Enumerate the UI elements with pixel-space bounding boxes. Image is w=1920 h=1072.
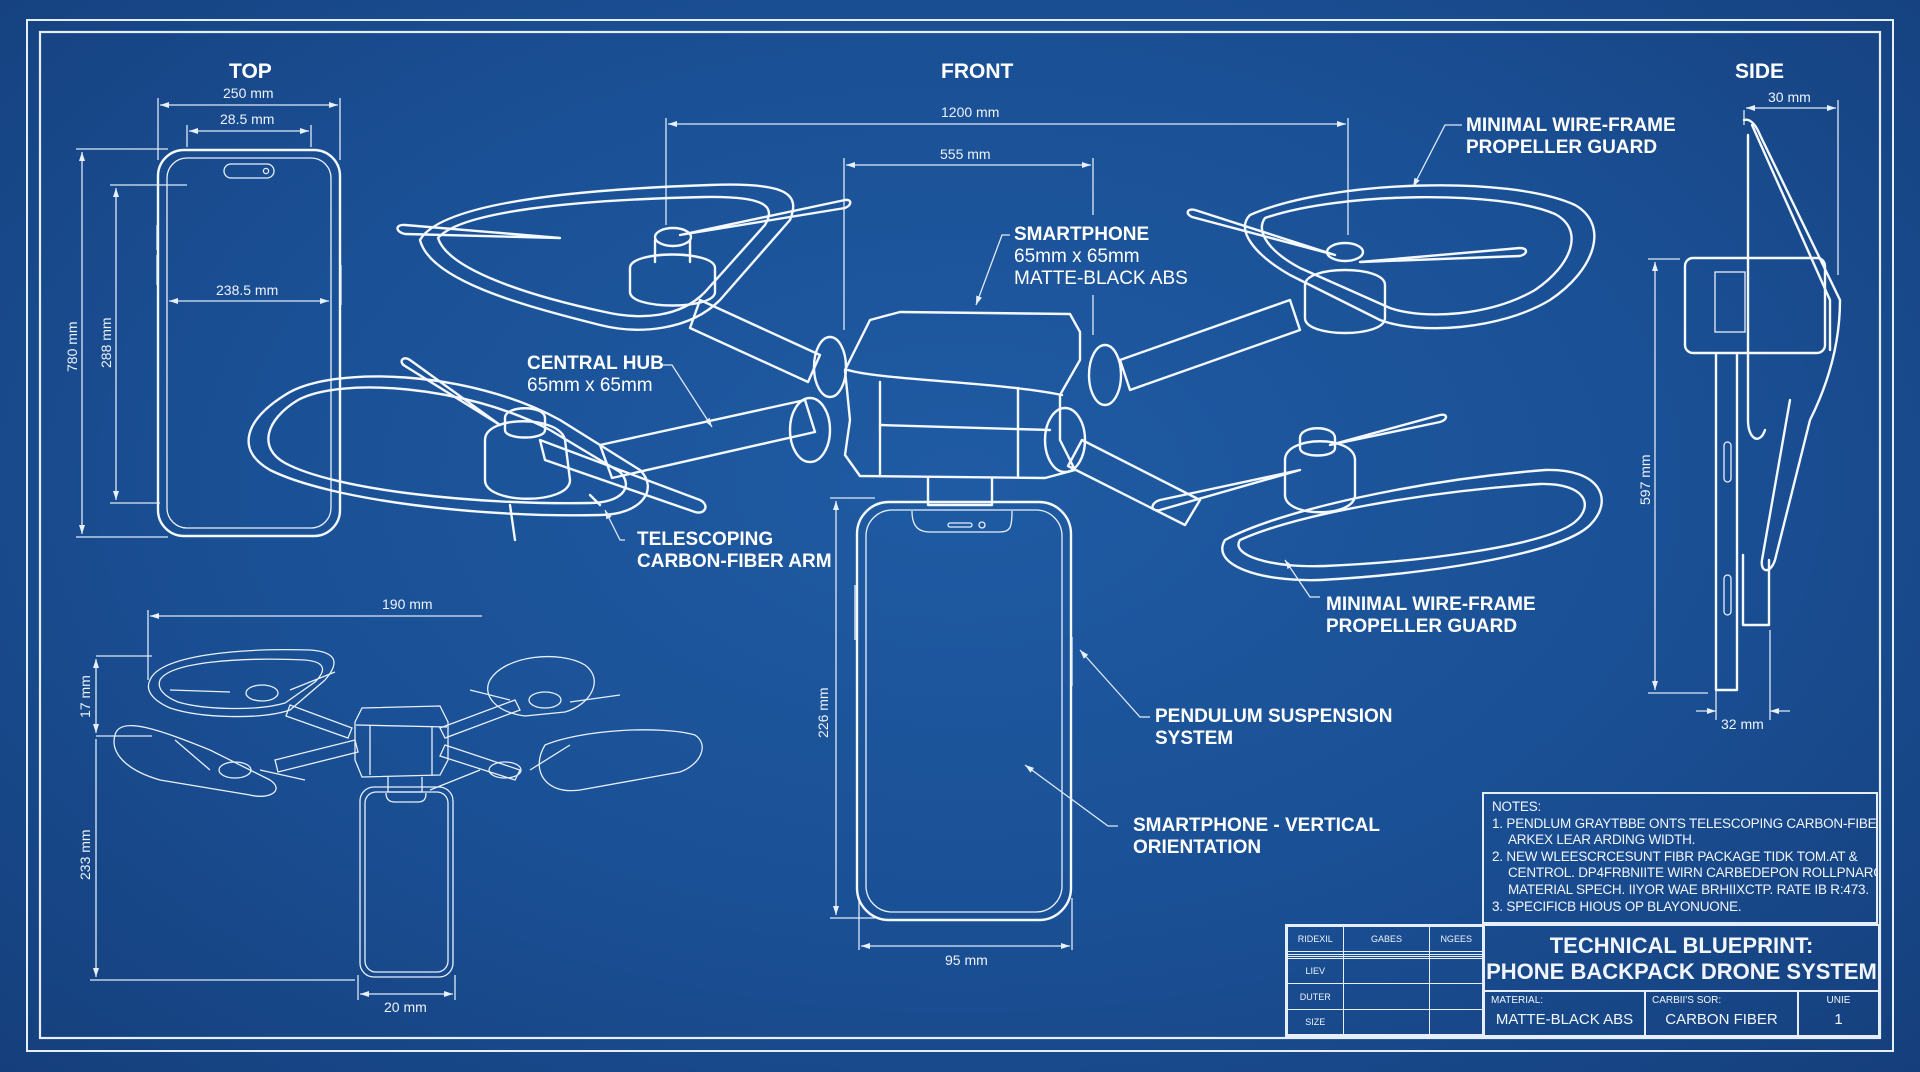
drawing-title: TECHNICAL BLUEPRINT: PHONE BACKPACK DRON… <box>1483 926 1878 992</box>
front-view-drone <box>247 183 1603 922</box>
title-block: RIDEXIL GABES NGEES LIEV DUTER SIZE TECH… <box>1285 924 1880 1037</box>
inner-border <box>38 30 1882 1040</box>
callout-pendulum-suspension: PENDULUM SUSPENSION SYSTEM <box>1155 706 1393 750</box>
revision-cell <box>1342 958 1431 985</box>
callout-line: 65mm x 65mm <box>1014 246 1140 267</box>
callout-line: SMARTPHONE - VERTICAL <box>1133 815 1380 836</box>
dim-front-hub-span: 555 mm <box>940 146 991 162</box>
revision-header: NGEES <box>1429 925 1483 953</box>
revision-cell <box>1342 1008 1431 1036</box>
dim-iso-overall-height: 233 mm <box>77 829 93 880</box>
dim-front-span: 1200 mm <box>941 104 1000 120</box>
dim-side-bottom-depth: 32 mm <box>1721 716 1764 732</box>
top-view-phone <box>156 148 342 538</box>
dim-top-screen-width: 238.5 mm <box>216 282 279 298</box>
callout-smartphone: SMARTPHONE 65mm x 65mm MATTE-BLACK ABS <box>1014 224 1188 290</box>
callout-leaders <box>604 124 1462 827</box>
revision-label: LIEV <box>1287 958 1344 985</box>
callout-line: MINIMAL WIRE-FRAME <box>1466 115 1676 136</box>
callout-line: CARBON-FIBER ARM <box>637 551 832 572</box>
callout-line: ORIENTATION <box>1133 837 1262 858</box>
dim-front-phone-height: 226 mm <box>815 687 831 738</box>
callout-title: CENTRAL HUB <box>527 353 664 374</box>
notes-box: NOTES: 1. PENDLUM GRAYTBBE ONTS TELESCOP… <box>1482 792 1878 924</box>
carbon-label: CARBII'S SOR: <box>1652 995 1722 1006</box>
dim-top-width-inner: 28.5 mm <box>220 111 275 127</box>
side-view-drone <box>1683 118 1842 692</box>
front-view-phone <box>854 500 1073 922</box>
callout-line: PENDULUM SUSPENSION <box>1155 706 1393 727</box>
revision-header: GABES <box>1342 925 1431 953</box>
notes-line: 1. PENDLUM GRAYTBBE ONTS TELESCOPING CAR… <box>1492 815 1877 831</box>
callout-title: SMARTPHONE <box>1014 224 1150 245</box>
callout-line: PROPELLER GUARD <box>1326 616 1518 637</box>
revision-cell <box>1429 958 1483 985</box>
dim-iso-span: 190 mm <box>382 596 433 612</box>
material-cell: MATERIAL: MATTE-BLACK ABS <box>1483 992 1644 1035</box>
revision-label: SIZE <box>1287 1008 1344 1036</box>
revision-cell <box>1429 1008 1483 1036</box>
revision-table: RIDEXIL GABES NGEES LIEV DUTER SIZE <box>1287 925 1483 1036</box>
dim-top-height-outer: 780 mm <box>64 321 80 372</box>
callout-central-hub: CENTRAL HUB 65mm x 65mm <box>527 353 664 397</box>
drawing-title-line: TECHNICAL BLUEPRINT: <box>1549 933 1814 958</box>
callout-line: TELESCOPING <box>637 529 774 550</box>
view-title-top: TOP <box>229 60 272 83</box>
callout-line: PROPELLER GUARD <box>1466 137 1658 158</box>
callout-telescoping-arm: TELESCOPING CARBON-FIBER ARM <box>637 529 832 573</box>
dim-side-height: 597 mm <box>1637 454 1653 505</box>
iso-view-drone <box>113 649 703 978</box>
outer-border <box>26 19 1894 1052</box>
notes-line: 2. NEW WLEESCRCESUNT FIBR PACKAGE TIDK T… <box>1492 848 1858 864</box>
callout-line: MINIMAL WIRE-FRAME <box>1326 594 1536 615</box>
unit-value: 1 <box>1834 1011 1843 1028</box>
top-view-dimensions <box>76 98 341 538</box>
unit-label: UNIE <box>1826 995 1851 1006</box>
dim-top-height-inner: 288 mm <box>98 317 114 368</box>
view-title-side: SIDE <box>1735 60 1785 83</box>
material-label: MATERIAL: <box>1491 995 1544 1006</box>
notes-line: 3. SPECIFICB HIOUS OP BLAYONUONE. <box>1492 898 1742 914</box>
material-value: MATTE-BLACK ABS <box>1495 1011 1634 1028</box>
side-view-dimensions <box>1648 100 1839 720</box>
revision-cell <box>1342 955 1431 960</box>
notes-line: ARKEX LEAR ARDING WIDTH. <box>1508 832 1696 848</box>
revision-label: DUTER <box>1287 983 1344 1010</box>
revision-cell <box>1342 983 1431 1010</box>
callout-propeller-guard-bottom: MINIMAL WIRE-FRAME PROPELLER GUARD <box>1326 594 1536 638</box>
notes-heading: NOTES: <box>1492 799 1542 814</box>
callout-line: MATTE-BLACK ABS <box>1014 268 1188 289</box>
notes-line: CENTROL. DP4FRBNIITE WIRN CARBEDEPON ROL… <box>1508 865 1878 881</box>
drawing-title-line: PHONE BACKPACK DRONE SYSTEM <box>1486 959 1877 984</box>
dim-top-width-outer: 250 mm <box>223 85 274 101</box>
front-view-dimensions <box>665 118 1349 950</box>
dim-front-phone-width: 95 mm <box>945 952 988 968</box>
callout-smartphone-vertical: SMARTPHONE - VERTICAL ORIENTATION <box>1133 815 1380 859</box>
notes-line: MATERIAL SPECH. IIYOR WAE BRHIIXCTP. RAT… <box>1508 881 1869 897</box>
dim-iso-guard-height: 17 mm <box>77 675 93 718</box>
dim-iso-phone-width: 20 mm <box>384 999 427 1015</box>
carbon-fiber-arms <box>598 298 1302 527</box>
carbon-value: CARBON FIBER <box>1665 1011 1778 1028</box>
callout-line: 65mm x 65mm <box>527 375 653 396</box>
central-hub <box>843 310 1082 480</box>
revision-cell <box>1429 955 1483 960</box>
view-title-front: FRONT <box>941 60 1014 83</box>
callout-propeller-guard-top: MINIMAL WIRE-FRAME PROPELLER GUARD <box>1466 115 1676 159</box>
revision-header: RIDEXIL <box>1287 925 1344 953</box>
unit-cell: UNIE 1 <box>1797 992 1878 1035</box>
dim-side-top-depth: 30 mm <box>1768 89 1811 105</box>
revision-cell <box>1429 983 1483 1010</box>
carbon-cell: CARBII'S SOR: CARBON FIBER <box>1644 992 1797 1035</box>
callout-line: SYSTEM <box>1155 728 1234 749</box>
iso-view-dimensions <box>90 610 482 1000</box>
